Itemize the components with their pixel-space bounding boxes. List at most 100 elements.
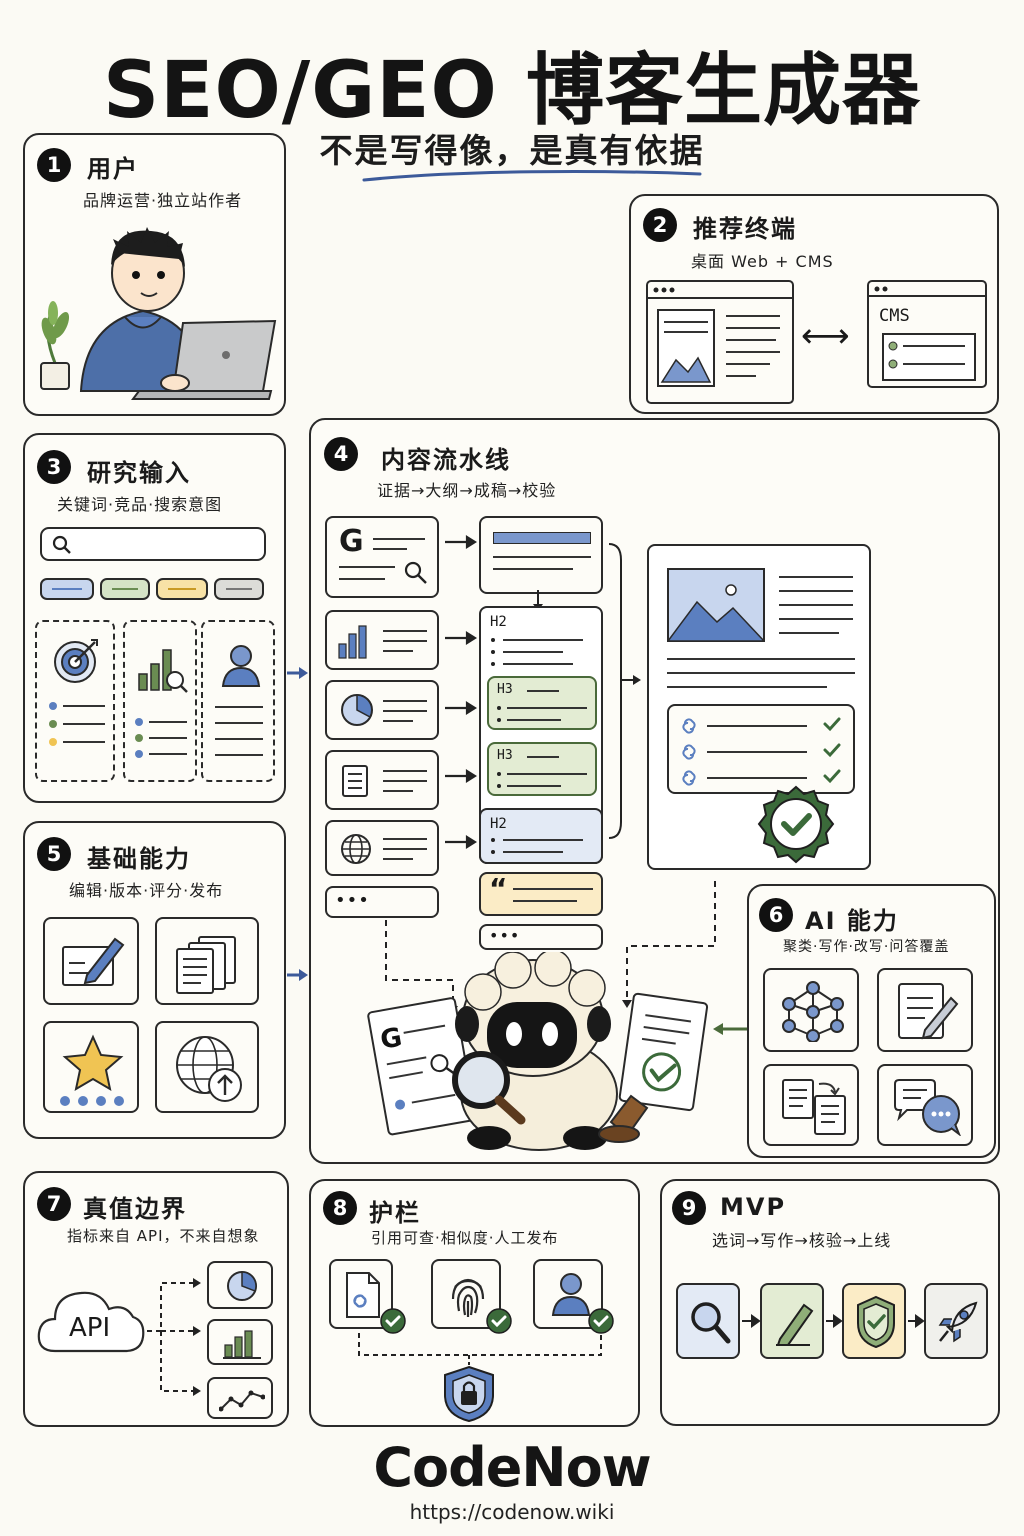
rewrite-documents-icon (782, 1079, 846, 1135)
document-icon (342, 765, 368, 797)
keyword-chip-blue[interactable] (40, 578, 94, 600)
step-number: 9 (672, 1191, 706, 1225)
brand-url[interactable]: https://codenow.wiki (409, 1500, 615, 1524)
evidence-document-card (325, 750, 439, 810)
search-input[interactable] (40, 527, 266, 561)
h3-block: H3 (487, 742, 597, 796)
write-feature[interactable] (877, 968, 973, 1052)
brand-logo: CodeNow (373, 1436, 651, 1499)
user-illustration (40, 227, 277, 400)
panel-subtitle: 品牌运营·独立站作者 (83, 191, 243, 210)
step-number: 5 (37, 837, 71, 871)
guard-checks-and-lock (358, 1308, 614, 1423)
cms-window (867, 280, 987, 388)
panel-title: AI 能力 (805, 907, 899, 935)
panel-title: 推荐终端 (693, 215, 797, 243)
panel-title: 基础能力 (87, 845, 191, 873)
step-number: 1 (37, 148, 71, 182)
outline-title-card (479, 516, 603, 594)
mvp-step-select-keyword[interactable] (676, 1283, 740, 1359)
target-icon (54, 639, 98, 683)
verified-seal-icon (757, 785, 835, 864)
h3-label: H3 (497, 748, 513, 763)
mvp-step-launch[interactable] (924, 1283, 988, 1359)
cluster-feature[interactable] (763, 968, 859, 1052)
api-cloud-icon (37, 1291, 145, 1353)
list-bullets-icon (135, 718, 187, 758)
persona-card (201, 620, 275, 782)
bar-chart-icon (338, 625, 367, 659)
person-icon (551, 1273, 591, 1316)
panel-research: 3 研究输入 关键词·竞品·搜索意图 (23, 433, 286, 803)
linked-document-icon (346, 1272, 380, 1318)
cms-label: CMS (879, 306, 910, 326)
step-number: 2 (643, 208, 677, 242)
pencil-icon (776, 1303, 814, 1346)
globe-upload-icon (176, 1036, 242, 1102)
panel-title: 内容流水线 (381, 446, 511, 474)
page-title: SEO/GEO 博客生成器 (102, 46, 922, 136)
bar-chart-search-icon (138, 649, 188, 693)
evidence-data-card (325, 610, 439, 670)
panel-subtitle: 引用可查·相似度·人工发布 (371, 1229, 559, 1247)
keyword-chip-green[interactable] (100, 578, 150, 600)
outline-more-card: ••• (479, 924, 603, 950)
bar-chart-icon (223, 1330, 261, 1359)
hero-image-icon (667, 568, 765, 642)
panel-terminal: 2 推荐终端 桌面 Web + CMS ⟷ CMS (629, 194, 999, 414)
star-rating-icon (60, 1034, 124, 1106)
similarity-check-card (431, 1259, 501, 1329)
chat-bubbles-icon (894, 1079, 961, 1136)
h2-label: H2 (490, 816, 507, 832)
rewrite-feature[interactable] (763, 1064, 859, 1146)
subtitle-underline (362, 170, 702, 182)
h2-label: H2 (490, 614, 507, 630)
evidence-web-card (325, 820, 439, 876)
evidence-search-card: G (325, 516, 439, 598)
globe-icon (341, 834, 371, 864)
api-label: API (69, 1313, 111, 1343)
step-number: 7 (37, 1187, 71, 1221)
base-to-pipeline-arrow (287, 969, 308, 981)
bracket-arrow (608, 543, 641, 839)
rocket-icon (938, 1301, 978, 1343)
quote-icon: “ (489, 872, 508, 905)
sheep-mascot-illustration: G (367, 952, 709, 1151)
step-number: 4 (324, 437, 358, 471)
panel-truth: 7 真值边界 指标来自 API，不来自想象 API (23, 1171, 289, 1427)
evidence-arrows (445, 535, 477, 849)
rating-feature[interactable] (43, 1021, 139, 1113)
publish-feature[interactable] (155, 1021, 259, 1113)
panel-title: MVP (720, 1193, 787, 1221)
network-graph-icon (782, 981, 844, 1042)
edit-feature[interactable] (43, 917, 139, 1005)
qa-coverage-feature[interactable] (877, 1064, 973, 1146)
svg-text:G: G (378, 1023, 404, 1056)
mvp-step-write[interactable] (760, 1283, 824, 1359)
mvp-step-verify[interactable] (842, 1283, 906, 1359)
outline-h2-card: H2 (479, 808, 603, 864)
metric-line-card (207, 1377, 273, 1419)
person-icon (221, 645, 261, 687)
version-feature[interactable] (155, 917, 259, 1005)
pie-chart-icon (341, 694, 373, 726)
bidirectional-arrow-icon: ⟷ (801, 316, 850, 356)
ellipsis-icon: ••• (335, 890, 370, 911)
document-pencil-icon (898, 983, 959, 1040)
step-number: 8 (323, 1191, 357, 1225)
h3-label: H3 (497, 682, 513, 697)
panel-subtitle: 证据→大纲→成稿→校验 (377, 481, 557, 500)
google-g-letter: G (339, 524, 364, 559)
keyword-chip-gray[interactable] (214, 578, 264, 600)
keyword-chip-yellow[interactable] (156, 578, 208, 600)
panel-subtitle: 指标来自 API，不来自想象 (67, 1227, 260, 1245)
ellipsis-icon: ••• (489, 926, 521, 945)
panel-subtitle: 选词→写作→核验→上线 (712, 1231, 892, 1250)
panel-subtitle: 桌面 Web + CMS (691, 252, 834, 271)
magnifier-icon (691, 1302, 731, 1344)
shield-check-icon (857, 1295, 895, 1349)
edit-pencil-icon (62, 937, 125, 986)
page-subtitle: 不是写得像，是真有依据 (319, 131, 705, 170)
quote-card: “ (479, 872, 603, 916)
metric-bar-card (207, 1319, 273, 1365)
